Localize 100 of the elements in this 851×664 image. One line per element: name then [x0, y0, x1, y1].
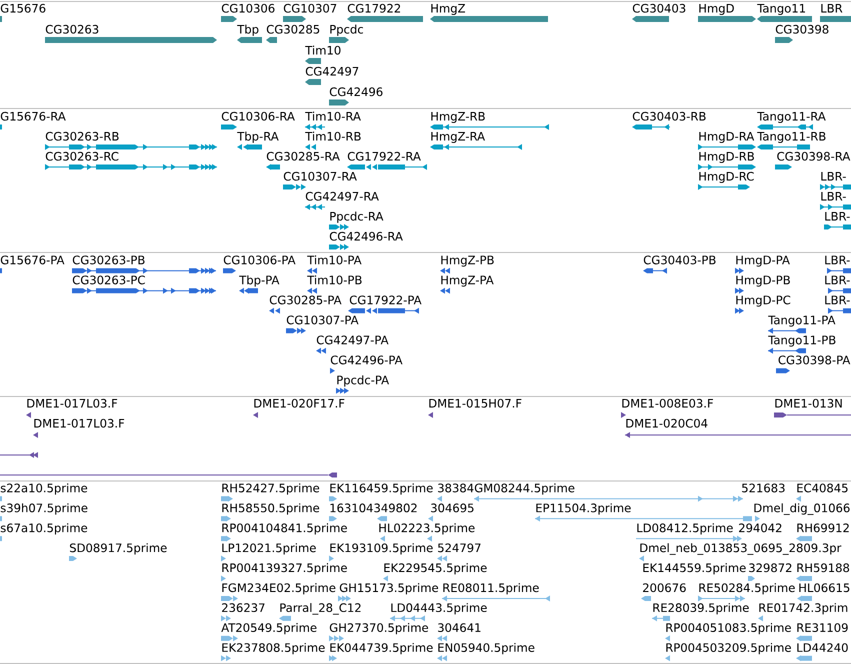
feature-label: s67a10.5prime — [0, 523, 88, 535]
feature-label: G15676 — [0, 4, 46, 13]
feature-label: 521683 — [742, 484, 785, 492]
feature-label: CG30398 — [776, 24, 828, 34]
feature-label: RE08011.5prime — [443, 583, 539, 594]
feature-label: RE28039.5prime — [653, 603, 749, 614]
feature-label: HmgZ-PB — [441, 256, 494, 267]
feature-label: Tbp-RA — [237, 132, 279, 143]
feature-label: Tim10-PA — [307, 255, 362, 264]
feature-label: RP004104841.5prime — [222, 523, 347, 535]
feature-label: Parral_28_C12 — [280, 603, 361, 615]
feature-label: Tim10-PB — [307, 275, 362, 284]
feature-label: RP004051083.5prime — [666, 623, 791, 634]
feature-label: 304695 — [431, 504, 474, 512]
feature-label: CG10307 — [284, 4, 336, 13]
feature-label: CG30263-RC — [46, 152, 118, 161]
feature-label: HmgD-RB — [699, 152, 754, 163]
feature-label: Tbp-PA — [239, 275, 280, 287]
feature-label: CG10307-RA — [284, 172, 357, 181]
feature-label: GM08244.5prime — [474, 483, 574, 495]
feature-label: RH69912 — [797, 524, 849, 532]
feature-label: LBR- — [825, 212, 850, 220]
feature-label: RE50284.5prime — [699, 583, 795, 594]
feature-label: HmgD-PB — [736, 276, 790, 287]
feature-label: RP004503209.5prime — [666, 642, 791, 654]
feature-label: LBR- — [825, 296, 850, 304]
feature-label: G15676-PA — [0, 256, 64, 264]
feature-label: RH59188 — [797, 563, 850, 572]
feature-label: 329872 — [749, 563, 792, 572]
feature-label: HmgD-RA — [699, 132, 754, 143]
feature-label: DME1-008E03.F — [622, 398, 713, 408]
feature-label: LBR- — [825, 256, 850, 264]
feature-label: EN05940.5prime — [438, 642, 534, 654]
feature-label: RP004139327.5prime — [222, 563, 347, 574]
feature-label: Ppcdc-PA — [337, 375, 389, 387]
feature-label: EP11504.3prime — [536, 503, 631, 515]
feature-label: 38384 — [438, 484, 474, 492]
feature-label: HmgD — [699, 4, 734, 15]
feature-label: CG42497 — [306, 66, 358, 76]
feature-label: HmgZ-RB — [431, 112, 485, 123]
feature-label: Tango11-RA — [757, 112, 826, 123]
feature-label: CG30403-RB — [632, 112, 706, 121]
feature-label: EK237808.5prime — [222, 642, 325, 654]
feature-label: CG10306 — [222, 4, 274, 13]
feature-label: CG17922 — [348, 4, 400, 13]
feature-label: EK044739.5prime — [330, 642, 433, 654]
feature-label: RE01742.3prim — [759, 603, 848, 614]
feature-label: RE31109 — [797, 623, 848, 632]
feature-label: DME1-015H07.F — [429, 398, 522, 408]
feature-label: DME1-017L03.F — [27, 398, 118, 408]
feature-label: CG10306-RA — [222, 112, 295, 121]
feature-label: Tim10-RA — [305, 112, 361, 121]
feature-label: EK193109.5prime — [330, 543, 433, 554]
feature-label: HmgZ — [431, 4, 466, 15]
feature-label: CG30263-PC — [72, 276, 145, 284]
feature-label: CG30263-RB — [46, 132, 119, 141]
feature-label: HmgD-PA — [736, 256, 790, 267]
feature-label: LBR- — [821, 172, 846, 180]
feature-label: 200676 — [643, 583, 686, 592]
feature-label: 304641 — [438, 623, 480, 632]
feature-label: 294042 — [739, 524, 782, 532]
feature-label: CG17922-PA — [350, 296, 422, 304]
feature-label: DME1-013N — [775, 398, 842, 408]
feature-label: CG30398-PA — [778, 356, 850, 364]
feature-label: CG42497-RA — [306, 192, 379, 201]
feature-label: Tango11 — [757, 4, 805, 15]
feature-label: 236237 — [222, 603, 264, 612]
feature-label: CG42496-RA — [330, 232, 403, 241]
feature-label: Tango11-PB — [768, 336, 836, 347]
feature-label: Dmel_neb_013853_0695_2809.3pr — [640, 543, 842, 555]
feature-label: 524797 — [438, 543, 480, 552]
feature-label: CG42496-PA — [330, 356, 402, 364]
feature-label: CG30285-RA — [266, 152, 340, 161]
feature-label: CG30403 — [632, 4, 686, 13]
feature-label: Tim10-RB — [305, 132, 361, 141]
feature-label: LBR- — [821, 192, 846, 200]
feature-label: LBR — [821, 4, 842, 12]
feature-label: DME1-020F17.F — [254, 398, 344, 408]
feature-label: Tbp — [237, 24, 258, 36]
feature-label: Dmel_dig_01066 — [754, 503, 850, 515]
feature-label: G15676-RA — [0, 112, 66, 121]
feature-label: EK116459.5prime — [330, 483, 433, 495]
feature-label: SD08917.5prime — [70, 543, 167, 554]
feature-label: GH15173.5prime — [340, 583, 438, 594]
feature-label: LD44240 — [797, 643, 848, 652]
feature-label: HL06615 — [799, 583, 850, 592]
feature-label: CG10306-PA — [224, 256, 296, 264]
feature-label: Ppcdc — [330, 24, 363, 36]
feature-label: LD04443.5prime — [391, 603, 487, 614]
feature-label: CG30403-PB — [644, 256, 716, 264]
feature-label: HL02223.5prime — [379, 523, 475, 535]
feature-label: CG30263-PB — [72, 256, 144, 264]
feature-label: CG30263 — [46, 24, 98, 34]
feature-label: Ppcdc-RA — [330, 212, 384, 223]
feature-label: s39h07.5prime — [0, 503, 88, 515]
feature-label: EK229545.5prime — [384, 563, 487, 574]
feature-label: CG17922-RA — [348, 152, 421, 161]
feature-label: 163104349802 — [330, 504, 417, 512]
feature-label: LBR- — [825, 276, 850, 284]
feature-label: CG10307-PA — [286, 316, 358, 324]
